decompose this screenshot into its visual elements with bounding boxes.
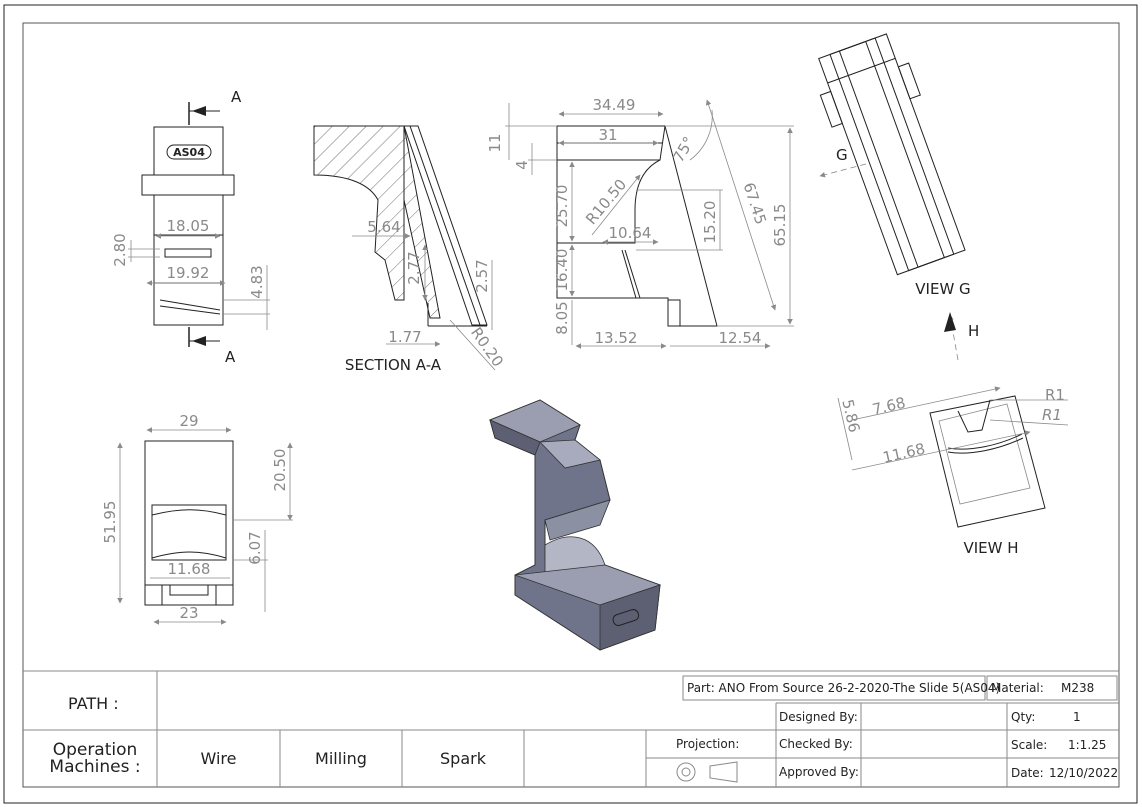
dim-h-1: R1 [1042, 406, 1062, 424]
dim-side-9: 67.45 [740, 180, 770, 226]
isometric-view [488, 399, 662, 651]
dim-section-3: 1.77 [388, 328, 421, 346]
dim-section-0: 5.64 [367, 218, 400, 236]
material-value: M238 [1061, 681, 1095, 695]
dim-side-1: 31 [598, 126, 617, 144]
date-label: Date: [1011, 766, 1044, 780]
bottom-view: 29 20.50 51.95 6.07 11.68 23 [101, 412, 293, 625]
operation-machines-label: Operation Machines : [40, 742, 150, 776]
cut-label-a-bottom: A [225, 348, 236, 366]
dir-label-h: H [968, 322, 979, 340]
approved-by-label: Approved By: [779, 765, 859, 779]
outer-border [3, 4, 1138, 804]
qty-label: Qty: [1011, 710, 1036, 724]
part-name: Part: ANO From Source 26-2-2020-The Slid… [687, 681, 1001, 695]
dim-h-2: 7.68 [871, 394, 908, 419]
machine-wire: Wire [200, 749, 237, 768]
dim-h-0: R1 [1045, 386, 1065, 404]
dim-front-3: 4.83 [248, 265, 266, 298]
dim-bottom-4: 11.68 [168, 560, 211, 578]
dim-h-4: 11.68 [881, 440, 927, 467]
dim-side-14: 12.54 [719, 329, 762, 347]
dim-bottom-5: 23 [179, 604, 198, 622]
dim-side-10: 65.15 [771, 204, 789, 247]
scale-label: Scale: [1011, 738, 1048, 752]
section-a-a: 5.64 2.77 2.57 1.77 R0.20 SECTION A-A [313, 125, 507, 374]
dim-front-2: 19.92 [167, 264, 210, 282]
dim-side-13: 13.52 [595, 329, 638, 347]
dim-section-1: 2.77 [405, 251, 423, 284]
dim-side-7: 10.64 [609, 224, 652, 242]
machine-spark: Spark [440, 749, 486, 768]
dim-section-2: 2.57 [473, 259, 491, 292]
projection-label: Projection: [676, 737, 740, 751]
engraving-text: AS04 [173, 146, 205, 159]
view-g-label: VIEW G [915, 280, 970, 298]
path-label: PATH : [68, 694, 119, 713]
dim-side-4: 4 [513, 160, 531, 170]
scale-value: 1:1.25 [1068, 738, 1107, 752]
view-h-label: VIEW H [963, 539, 1018, 557]
title-block-grid [23, 670, 1119, 787]
view-g [818, 33, 966, 276]
side-view: 34.49 31 75° 11 4 R10.50 25.70 10.64 15.… [486, 96, 794, 349]
dim-section-4: R0.20 [467, 324, 507, 370]
view-h: R1 R1 7.68 5.86 11.68 [837, 386, 1069, 528]
dim-bottom-2: 51.95 [101, 501, 119, 544]
dim-bottom-0: 29 [179, 412, 198, 430]
dim-side-6: 25.70 [553, 185, 571, 228]
machine-milling: Milling [315, 749, 367, 768]
dim-front-0: 18.05 [167, 217, 210, 235]
dim-bottom-3: 6.07 [246, 531, 264, 564]
material-label: Material: [991, 681, 1044, 695]
operation-label-line1: Operation [52, 740, 138, 760]
cut-label-a-top: A [231, 88, 242, 106]
dim-side-11: 16.40 [553, 249, 571, 292]
operation-label-line2: Machines : [49, 757, 141, 777]
designed-by-label: Designed By: [779, 710, 858, 724]
dim-side-12: 8.05 [553, 301, 571, 334]
qty-value: 1 [1073, 710, 1081, 724]
dim-side-3: 11 [486, 133, 504, 152]
dim-bottom-1: 20.50 [271, 449, 289, 492]
dir-label-g: G [836, 146, 848, 164]
inner-border [22, 22, 1120, 788]
checked-by-label: Checked By: [779, 737, 853, 751]
dim-h-3: 5.86 [838, 398, 863, 435]
front-view: AS04 A A 18.05 19.92 2.80 4.83 [111, 88, 270, 366]
dim-side-8: 15.20 [701, 201, 719, 244]
date-value: 12/10/2022 [1049, 766, 1119, 780]
section-label: SECTION A-A [345, 356, 442, 374]
dim-side-5: R10.50 [582, 176, 630, 228]
dim-side-0: 34.49 [593, 96, 636, 114]
dim-front-1: 2.80 [111, 233, 129, 266]
